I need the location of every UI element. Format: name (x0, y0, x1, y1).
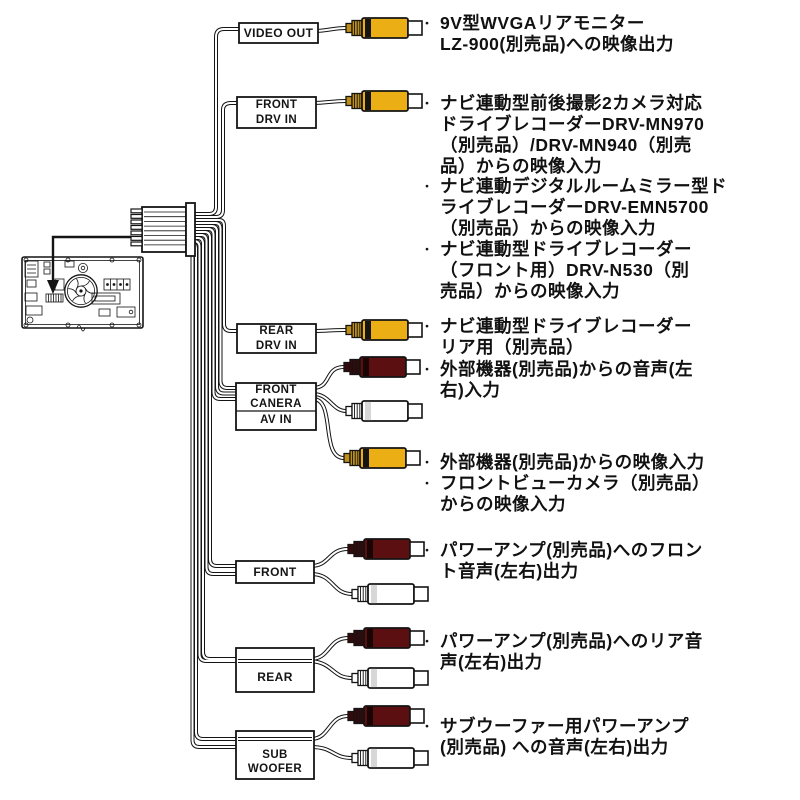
arrow-to-unit (47, 235, 131, 294)
port-label-line: DRV IN (255, 113, 298, 126)
bullet-icon: ・ (420, 476, 434, 491)
rca-plugs (343, 17, 429, 769)
rca-plug-yellow-video-out (345, 17, 423, 39)
note-front-view-camera: ・ フロントビューカメラ（別売品） からの映像入力 (420, 473, 710, 515)
bullet-icon: ・ (420, 719, 434, 734)
rca-plug-white-sub-out (351, 747, 429, 769)
port-box-video-out (238, 22, 319, 44)
bullet-icon: ・ (420, 319, 434, 334)
arrow-head-icon (47, 280, 59, 294)
port-label-front-camera: FRONT CANERA (236, 383, 316, 411)
port-box-front (235, 560, 315, 584)
port-label-line: REAR (259, 325, 294, 338)
note-line: ライブレコーダーDRV-EMN5700 (440, 197, 709, 217)
port-box-front-camera-av-in (235, 382, 317, 431)
port-label-line: FRONT (255, 383, 297, 396)
port-label-sub-woofer: SUB WOOFER (236, 745, 314, 779)
note-line: LZ-900(別売品)への映像出力 (440, 34, 675, 54)
note-line: 右)入力 (440, 380, 501, 400)
port-label-rear: REAR (236, 662, 314, 692)
note-rear-out: ・ パワーアンプ(別売品)へのリア音 声(左右)出力 (420, 631, 703, 673)
note-line: パワーアンプ(別売品)へのフロン (440, 540, 703, 560)
note-front-out: ・ パワーアンプ(別売品)へのフロン ト音声(左右)出力 (420, 540, 703, 582)
note-sub-out: ・ サブウーファー用パワーアンプ (別売品) への音声(左右)出力 (420, 716, 689, 758)
rca-plug-red-av-audio (343, 356, 421, 378)
port-box-front-drv-in (236, 96, 317, 129)
note-line: ナビ連動デジタルルームミラー型ド (440, 176, 728, 196)
note-line: （別売品）からの映像入力 (440, 218, 656, 238)
note-line: ト音声(左右)出力 (440, 561, 579, 581)
port-label-av-in: AV IN (236, 411, 316, 430)
note-line: 声(左右)出力 (440, 652, 543, 672)
rca-plug-red-sub-out (347, 705, 425, 727)
note-line: フロントビューカメラ（別売品） (440, 473, 710, 493)
port-label-line: CANERA (250, 398, 302, 410)
rca-plug-red-rear-out (347, 627, 425, 649)
note-rear-drv: ・ ナビ連動型ドライブレコーダー リア用（別売品） (420, 316, 692, 358)
note-line: ドライブレコーダーDRV-MN970 (440, 114, 705, 134)
port-box-rear (235, 647, 315, 693)
rca-plug-white-front-out (351, 583, 429, 605)
port-label-front-drv-in: FRONT DRV IN (237, 97, 316, 128)
note-line: 外部機器(別売品)からの映像入力 (440, 452, 705, 472)
note-line: ナビ連動型ドライブレコーダー (440, 316, 692, 336)
cooling-fan-icon (64, 274, 98, 308)
note-line: （フロント用）DRV-N530（別 (440, 260, 690, 280)
note-line: ナビ連動型ドライブレコーダー (440, 239, 692, 259)
bullet-icon: ・ (420, 455, 434, 470)
bullet-icon: ・ (420, 179, 434, 194)
rca-plug-yellow-rear-drv (345, 319, 423, 341)
port-label-line: WOOFER (247, 763, 303, 775)
harness-connector (130, 202, 196, 257)
bullet-icon: ・ (420, 634, 434, 649)
rca-plug-white-rear-out (351, 667, 429, 689)
note-line: 売品）からの映像入力 (440, 281, 620, 301)
port-label-line: REAR (257, 669, 293, 684)
port-label-front: FRONT (236, 561, 314, 583)
port-label-rear-drv-in: REAR DRV IN (237, 324, 316, 353)
port-label-line: DRV IN (255, 339, 298, 352)
note-line: 外部機器(別売品)からの音声(左 (440, 359, 693, 379)
note-line: （別売品）/DRV-MN940（別売 (440, 135, 692, 155)
rca-plug-white-av-audio (345, 400, 423, 422)
rca-plug-yellow-av-video (343, 447, 421, 469)
rca-plug-yellow-front-drv (345, 90, 423, 112)
port-label-line: SUB (262, 748, 288, 761)
port-label-line: AV IN (260, 414, 292, 427)
note-line: (別売品) への音声(左右)出力 (440, 737, 669, 757)
note-av-video-in: ・ 外部機器(別売品)からの映像入力 (420, 452, 705, 473)
port-label-line: FRONT (253, 564, 297, 579)
note-line: からの映像入力 (440, 494, 566, 514)
port-box-rear-drv-in (236, 323, 317, 354)
note-line: 9V型WVGAリアモニター (440, 13, 645, 33)
port-label-line: FRONT (255, 99, 298, 112)
note-front-drv-2: ・ ナビ連動デジタルルームミラー型ド ライブレコーダーDRV-EMN5700 （… (420, 176, 727, 239)
note-line: 品）からの映像入力 (440, 156, 602, 176)
note-av-audio-in: ・ 外部機器(別売品)からの音声(左 右)入力 (420, 359, 693, 401)
bullet-icon: ・ (420, 543, 434, 558)
note-video-out: ・ 9V型WVGAリアモニター LZ-900(別売品)への映像出力 (420, 13, 674, 55)
harness-end-cap (185, 202, 196, 257)
port-label-video-out: VIDEO OUT (239, 23, 318, 43)
note-line: ナビ連動型前後撮影2カメラ対応 (440, 93, 703, 113)
port-label-line: VIDEO OUT (243, 25, 314, 40)
note-line: リア用（別売品） (440, 337, 584, 357)
note-front-drv-1: ・ ナビ連動型前後撮影2カメラ対応 ドライブレコーダーDRV-MN970 （別売… (420, 93, 704, 177)
note-line: パワーアンプ(別売品)へのリア音 (440, 631, 703, 651)
harness-socket (45, 293, 64, 303)
bullet-icon: ・ (420, 96, 434, 111)
note-front-drv-3: ・ ナビ連動型ドライブレコーダー （フロント用）DRV-N530（別 売品）から… (420, 239, 692, 302)
bullet-icon: ・ (420, 362, 434, 377)
rca-plug-red-front-out (347, 538, 425, 560)
bullet-icon: ・ (420, 16, 434, 31)
note-line: サブウーファー用パワーアンプ (440, 716, 690, 736)
rear-panel-parts (23, 257, 142, 332)
head-unit-illustration (21, 256, 144, 332)
bullet-icon: ・ (420, 242, 434, 257)
